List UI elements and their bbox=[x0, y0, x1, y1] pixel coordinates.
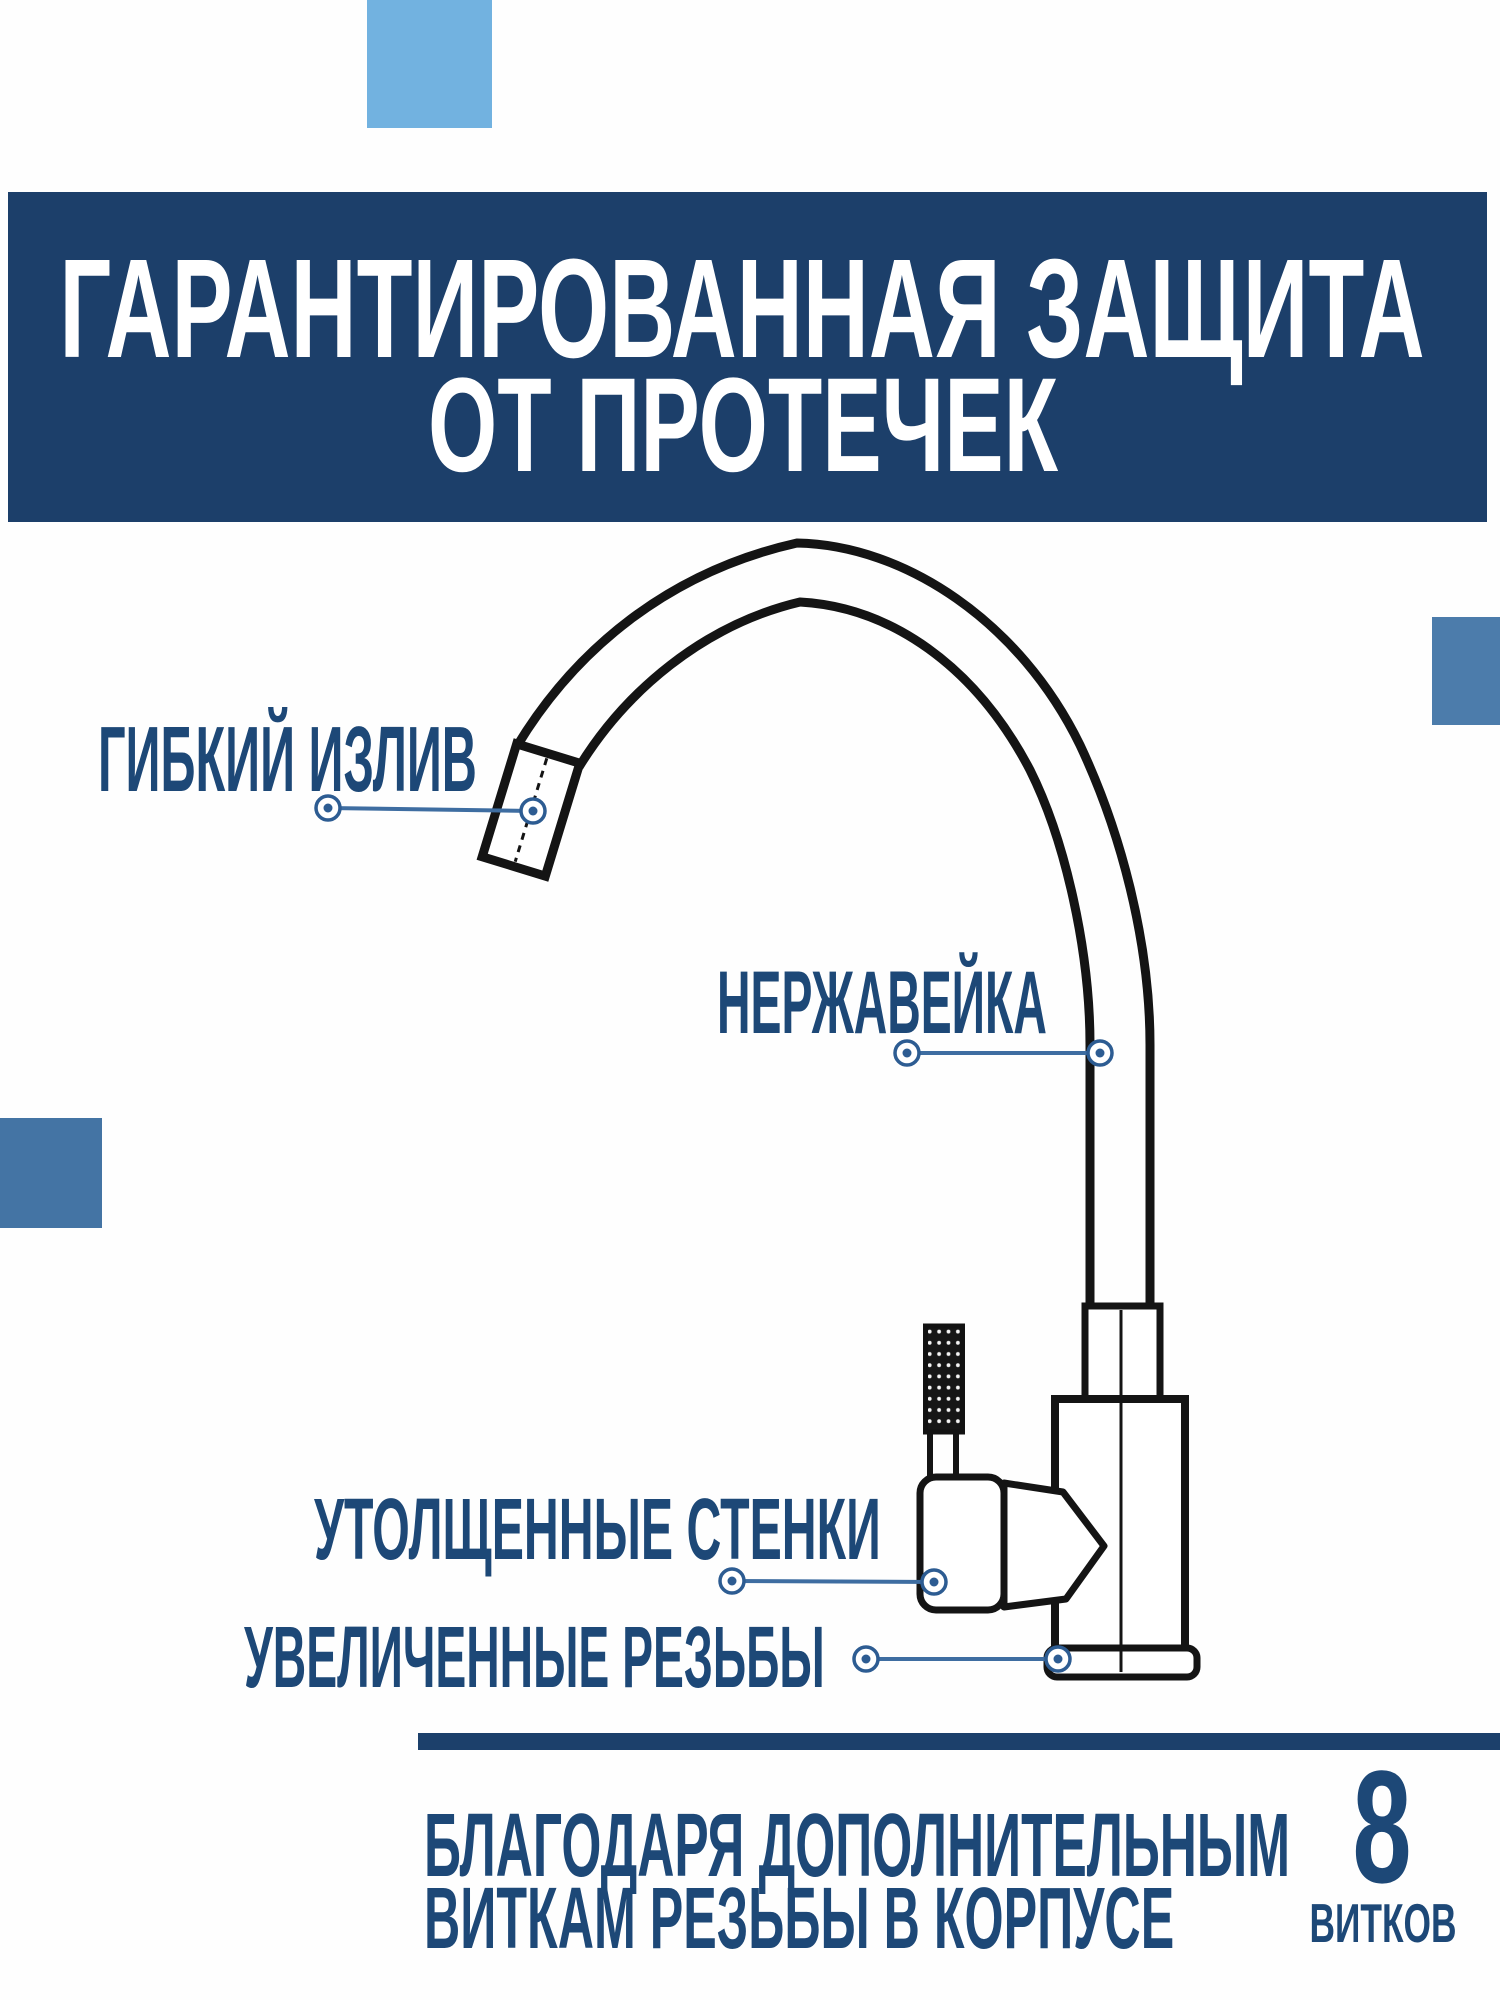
footer-big-number-caption: ВИТКОВ bbox=[1309, 1892, 1457, 1954]
banner-title-line1: ГАРАНТИРОВАННАЯ ЗАЩИТА bbox=[59, 229, 1425, 387]
gooseneck-outer-curve bbox=[513, 538, 1155, 1308]
footer-text-line1: БЛАГОДАРЯ ДОПОЛНИТЕЛЬНЫМ bbox=[424, 1796, 1291, 1896]
callout-leader-flexible-spout bbox=[314, 794, 547, 825]
footer-text-line2: ВИТКАМ РЕЗЬБЫ В КОРПУСЕ bbox=[424, 1870, 1175, 1967]
callout-thick-walls-label: УТОЛЩЕННЫЕ СТЕНКИ bbox=[314, 1481, 881, 1578]
callout-leader-enlarged-threads bbox=[852, 1645, 1072, 1673]
banner-title-line2: ОТ ПРОТЕЧЕК bbox=[427, 351, 1059, 500]
decor-square-top bbox=[367, 0, 492, 128]
callout-leader-stainless-steel bbox=[893, 1039, 1114, 1067]
callout-leader-thick-walls bbox=[718, 1567, 948, 1596]
callout-stainless-steel-label: НЕРЖАВЕЙКА bbox=[717, 952, 1047, 1052]
gooseneck-inner-curve bbox=[575, 597, 1095, 1308]
title-banner: ГАРАНТИРОВАННАЯ ЗАЩИТА ОТ ПРОТЕЧЕК bbox=[8, 192, 1487, 522]
callout-flexible-spout-label: ГИБКИЙ ИЗЛИВ bbox=[98, 707, 477, 811]
decor-square-right bbox=[1432, 617, 1500, 725]
footer-divider bbox=[418, 1733, 1500, 1750]
decor-square-left bbox=[0, 1118, 102, 1228]
callout-enlarged-threads-label: УВЕЛИЧЕННЫЕ РЕЗЬБЫ bbox=[244, 1609, 825, 1706]
footer-big-number: 8 bbox=[1352, 1737, 1412, 1916]
handle-knurled-grip bbox=[923, 1323, 965, 1435]
